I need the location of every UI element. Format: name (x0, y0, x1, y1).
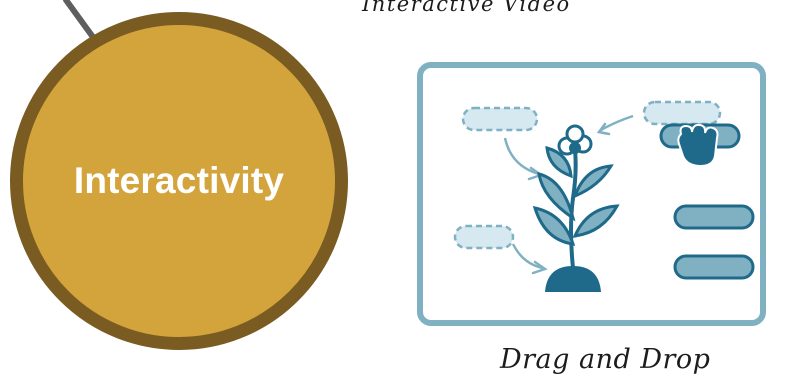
interactive-video-caption: Interactive Video (362, 0, 571, 16)
drag-and-drop-caption: Drag and Drop (500, 344, 711, 375)
interactivity-hub[interactable]: Interactivity (10, 12, 348, 350)
drag-and-drop-plant-icon (453, 100, 755, 292)
drag-and-drop-card[interactable] (417, 62, 766, 326)
hub-label: Interactivity (73, 160, 285, 201)
